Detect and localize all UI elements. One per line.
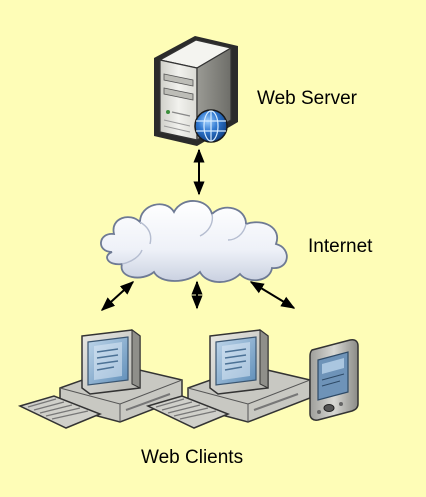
internet-label: Internet xyxy=(308,236,373,257)
pda-icon xyxy=(309,339,359,421)
web-server-label: Web Server xyxy=(257,88,357,109)
link-internet-client-3 xyxy=(249,281,296,309)
globe-icon xyxy=(194,109,228,143)
web-clients-label: Web Clients xyxy=(141,447,244,468)
server-icon xyxy=(154,36,238,146)
cloud-icon xyxy=(100,200,288,283)
connection-arrows xyxy=(100,148,296,311)
desktop-computer-icon xyxy=(19,329,183,429)
link-internet-client-1 xyxy=(100,281,135,311)
